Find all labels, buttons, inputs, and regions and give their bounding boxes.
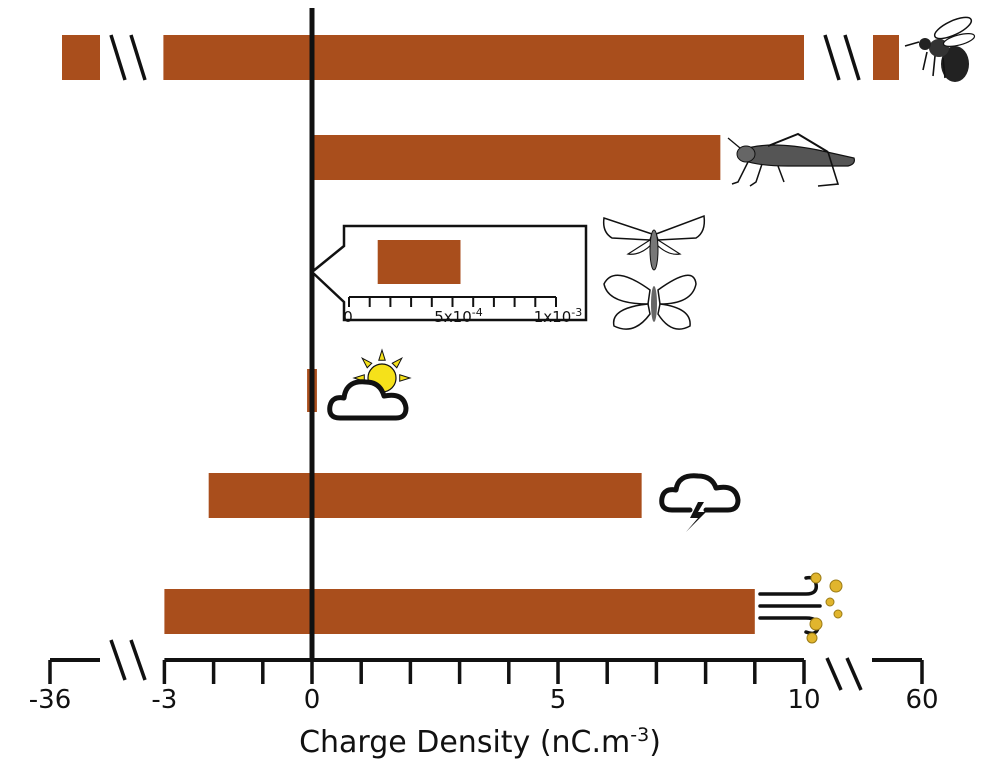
butterfly-icon — [603, 274, 697, 330]
bee-bar-left-stub — [62, 35, 100, 80]
lightning-bolt — [686, 502, 706, 532]
cloud-shape — [327, 379, 409, 421]
grasshopper-antenna — [727, 137, 741, 149]
inset-bar — [377, 240, 461, 284]
icons-layer — [327, 16, 976, 644]
moth-right-wing — [655, 214, 706, 241]
storm-cloud-outline — [659, 473, 741, 513]
x-axis: -36 -3 0 5 10 60 — [29, 639, 939, 715]
grasshopper-hindleg-upper — [767, 132, 829, 153]
bee-wing-1 — [933, 16, 973, 40]
dust-particle — [825, 597, 835, 607]
dust-particle — [829, 579, 843, 593]
inset-tick-label-max: 1x10-3 — [534, 306, 582, 327]
moth-body — [649, 229, 659, 271]
dust-particle — [806, 632, 818, 644]
dust-particle — [810, 572, 822, 584]
bee-icon — [904, 16, 976, 82]
x-tick-label: -36 — [29, 685, 71, 715]
bee-bar-left-break-2 — [129, 34, 147, 81]
x-tick-label: 10 — [787, 685, 820, 715]
bee-abdomen — [941, 46, 969, 82]
inset-tick-label-mid: 5x10-4 — [434, 306, 482, 327]
butterfly-body — [651, 286, 657, 322]
bee-bar-right-break-2 — [843, 34, 861, 81]
sun-ray — [378, 348, 386, 361]
butterfly-left-forewing — [603, 274, 651, 305]
x-tick-label: -3 — [151, 685, 177, 715]
grasshopper-head — [736, 145, 756, 163]
bee-antenna — [904, 41, 920, 47]
butterfly-left-hindwing — [612, 303, 651, 330]
butterfly-right-forewing — [657, 274, 697, 305]
sun-cloud-icon — [327, 348, 412, 421]
x-axis-title: Charge Density (nC.m-3) — [299, 724, 661, 760]
dust-particle — [809, 617, 823, 631]
inset-tick-label-zero: 0 — [343, 308, 353, 326]
wind-line-3 — [758, 616, 820, 636]
x-tick-label: 0 — [304, 685, 321, 715]
moth-icon — [602, 214, 706, 271]
bee-wing-2 — [942, 33, 976, 47]
dust-wind-bar — [164, 589, 755, 634]
bee-bar-right-stub — [873, 35, 899, 80]
bars-layer — [62, 34, 899, 634]
bee-head — [919, 38, 931, 50]
x-axis-left-break-1 — [109, 639, 127, 681]
grasshopper-bar — [312, 135, 721, 180]
storm-cloud-icon — [659, 473, 741, 532]
bee-bar-right-break-1 — [823, 34, 841, 81]
grasshopper-hindleg-lower — [817, 151, 840, 187]
x-axis-right-break-1 — [825, 657, 843, 691]
moth-left-wing — [602, 217, 653, 241]
x-tick-label: 60 — [905, 685, 938, 715]
bee-bar — [62, 34, 899, 81]
dust-wind-bar-rect — [164, 589, 755, 634]
bee-bar-left-break-1 — [109, 34, 127, 81]
grasshopper-bar-rect — [312, 135, 721, 180]
bee-legs — [922, 51, 946, 79]
dust-particle — [833, 609, 843, 619]
inset-panel: 0 5x10-4 1x10-3 — [310, 224, 588, 327]
grasshopper-icon — [727, 132, 855, 187]
bee-bar-main — [163, 35, 804, 80]
x-axis-right-break-2 — [845, 657, 863, 691]
sun-ray — [391, 357, 403, 369]
grasshopper-legs — [731, 161, 785, 187]
wind-line-1 — [758, 575, 819, 596]
thunderstorm-bar — [208, 473, 642, 518]
x-tick-label: 5 — [550, 685, 567, 715]
moth-butterfly-icon — [602, 214, 706, 330]
grasshopper-body — [741, 144, 855, 167]
thunderstorm-bar-rect — [208, 473, 642, 518]
sun-ray — [399, 374, 412, 382]
butterfly-right-hindwing — [657, 303, 691, 330]
x-axis-left-break-2 — [129, 639, 147, 681]
wind-dust-icon — [758, 572, 843, 644]
sun-ray — [361, 357, 373, 369]
